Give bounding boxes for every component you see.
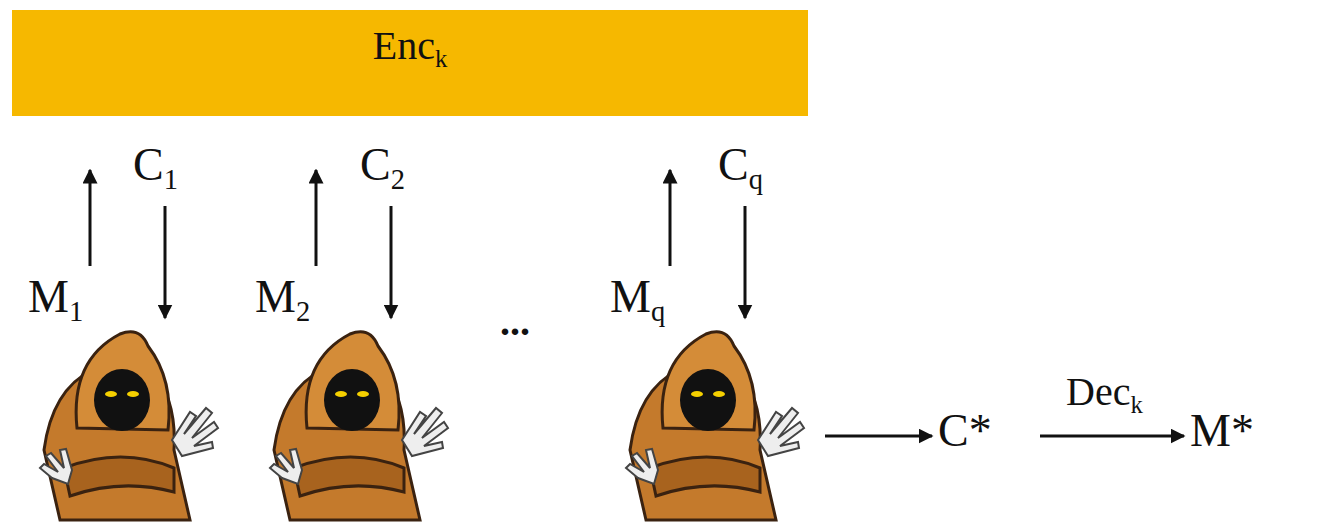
variable-label: C* <box>938 406 992 457</box>
variable-label: C2 <box>360 140 405 195</box>
reply-arrow <box>390 206 393 318</box>
query-arrows <box>90 170 1184 436</box>
variable-label: Deck <box>1066 370 1143 418</box>
oracle-label: Enck <box>373 24 448 72</box>
reply-arrow <box>164 206 167 318</box>
query-arrow <box>669 170 672 266</box>
variable-label: Cq <box>718 140 763 195</box>
output-arrow <box>825 435 932 438</box>
encryption-oracle-bar: Enck <box>12 10 808 116</box>
adversary-figure <box>270 332 448 520</box>
variable-label: M2 <box>255 272 310 327</box>
variable-label: M1 <box>28 272 83 327</box>
variable-label: M* <box>1190 406 1254 457</box>
variable-label: C1 <box>133 140 178 195</box>
ellipsis: ... <box>500 300 530 344</box>
decrypt-arrow <box>1040 435 1184 438</box>
reply-arrow <box>744 206 747 318</box>
variable-label: Mq <box>610 272 665 327</box>
adversary-figure <box>626 332 804 520</box>
query-arrow <box>89 170 92 266</box>
adversary-figure <box>40 332 218 520</box>
query-arrow <box>315 170 318 266</box>
